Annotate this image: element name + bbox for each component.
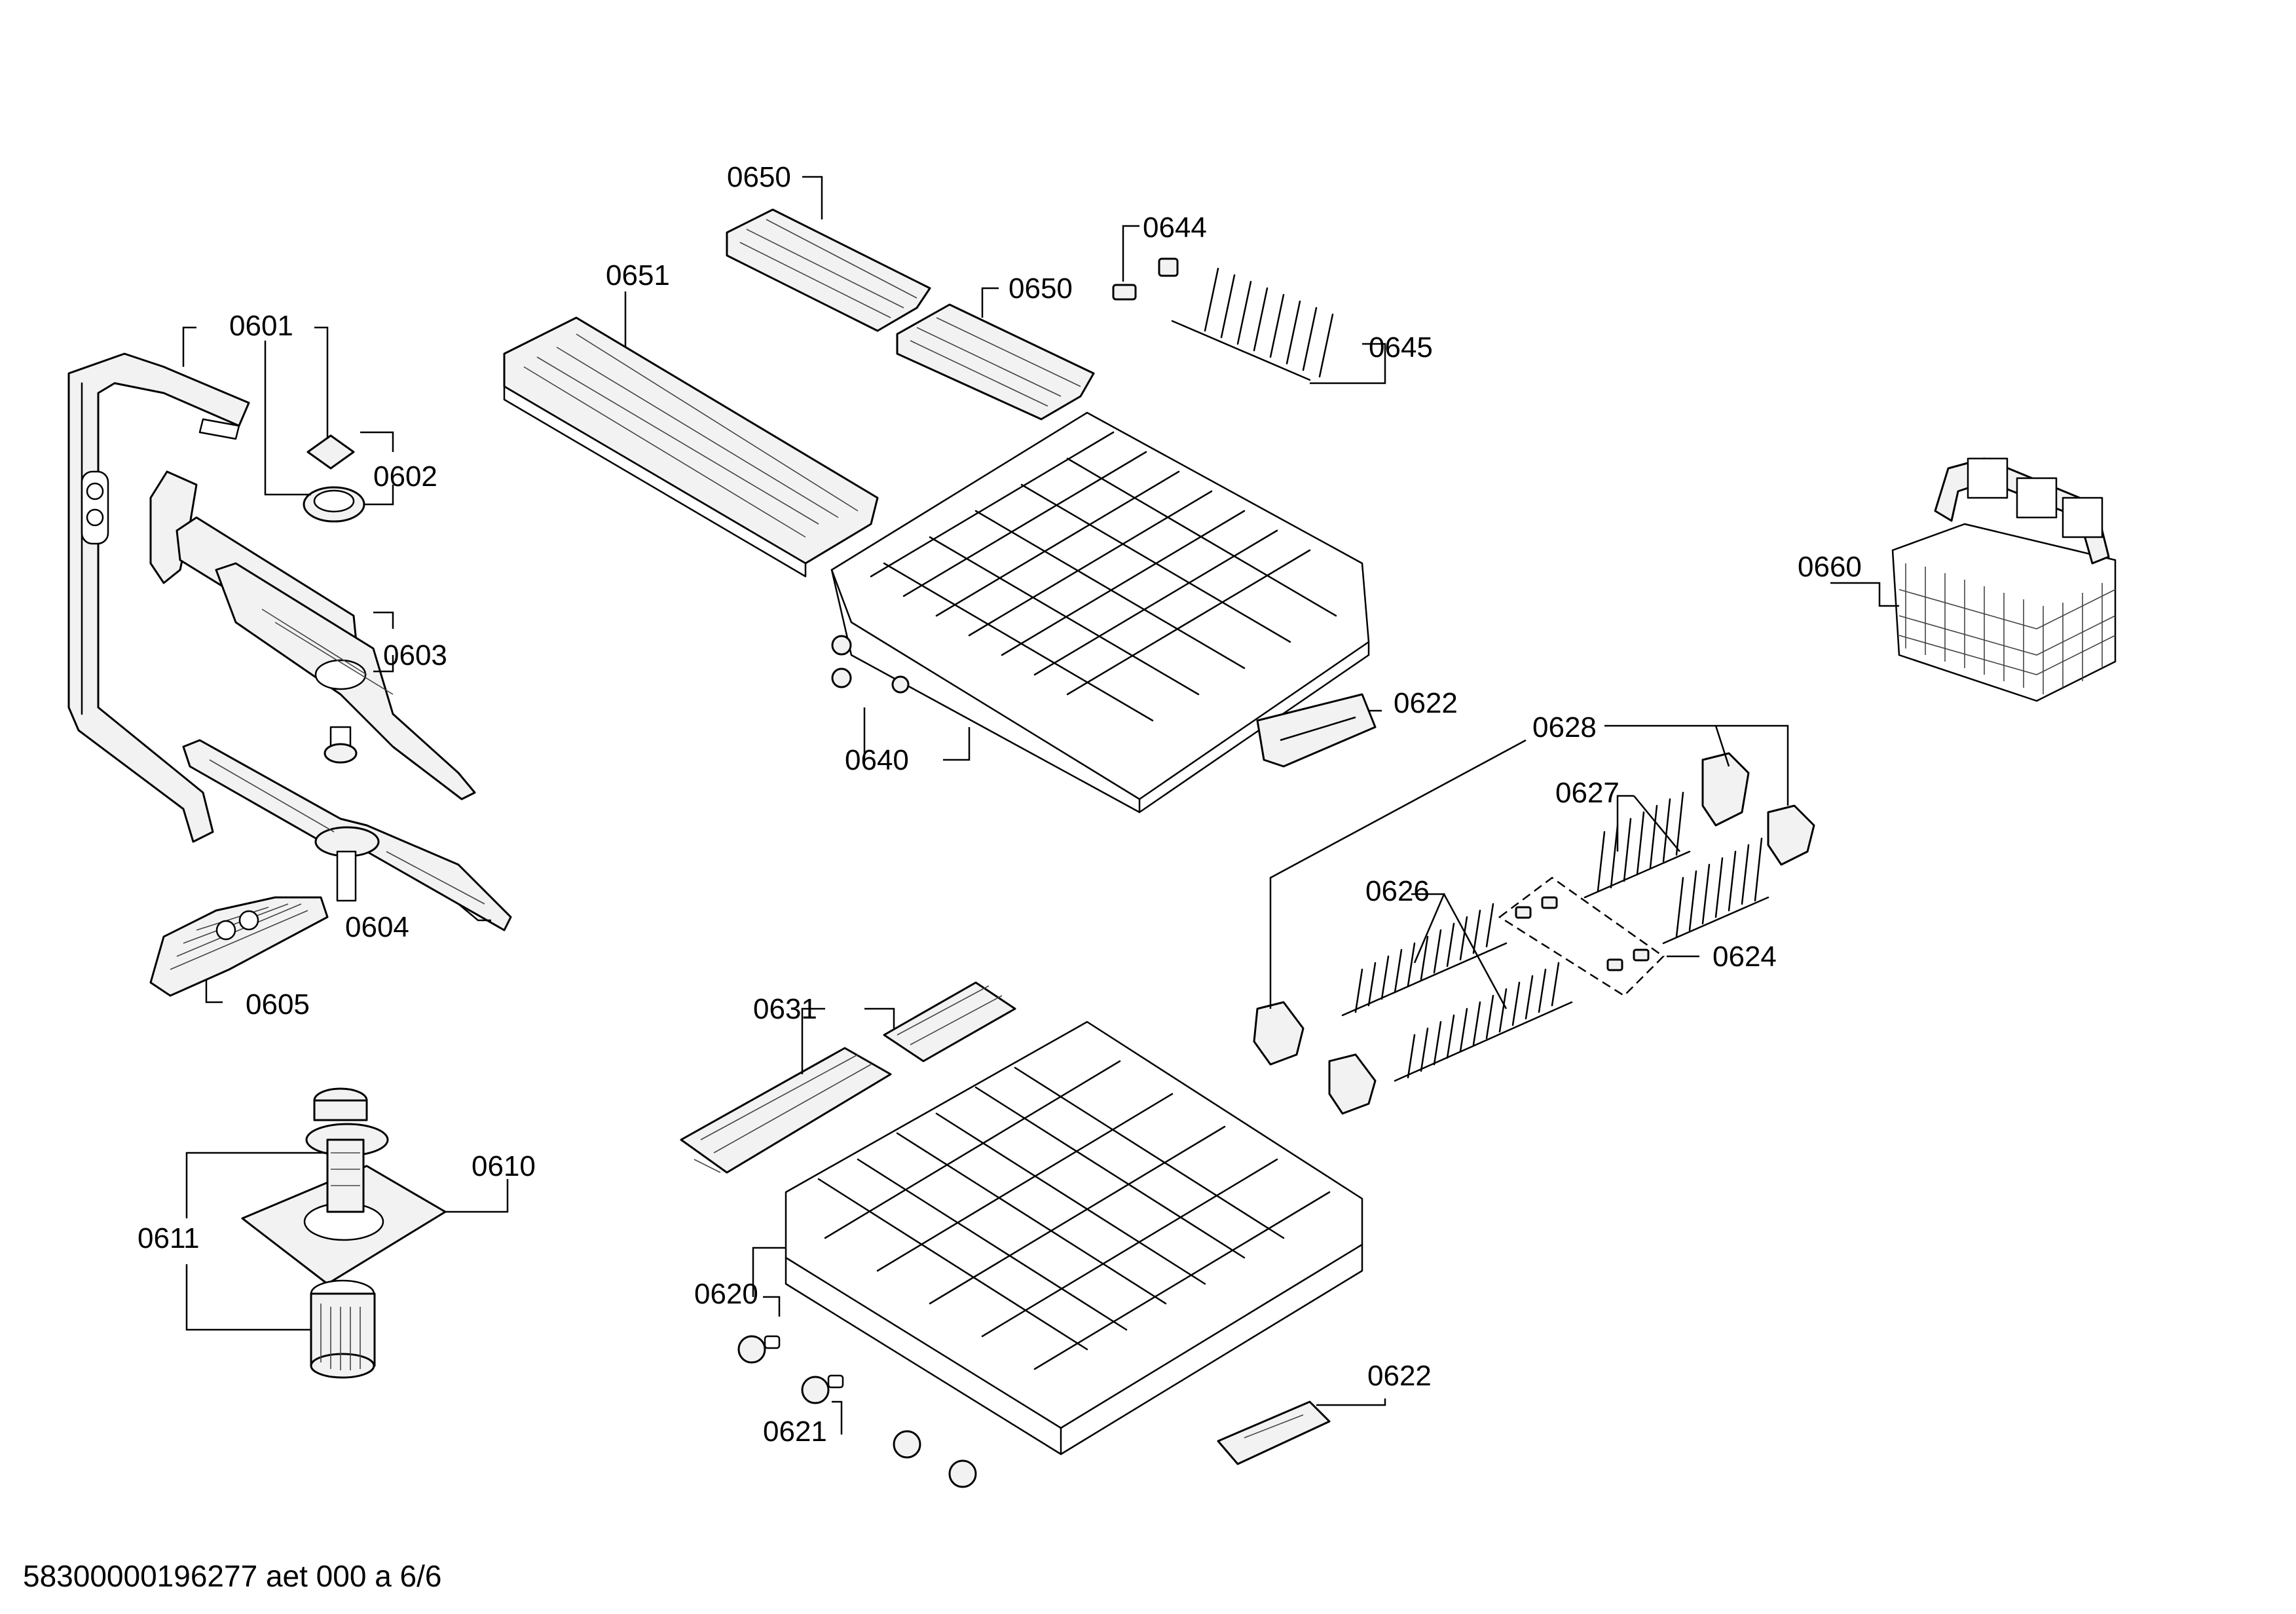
label-0645: 0645 xyxy=(1369,331,1433,364)
label-0604: 0604 xyxy=(345,911,409,943)
label-0626: 0626 xyxy=(1365,875,1430,907)
part-0622b-handle xyxy=(1217,1400,1331,1465)
part-0601-supply-pipe xyxy=(67,352,250,843)
part-0624-clip-set xyxy=(1498,876,1665,997)
part-0631-tine-inserts xyxy=(680,981,1016,1174)
label-0610: 0610 xyxy=(472,1150,536,1182)
label-0640: 0640 xyxy=(845,744,909,776)
label-0650-top: 0650 xyxy=(727,161,791,193)
part-0626-tine-rows-lower xyxy=(1341,903,1573,1082)
label-0611: 0611 xyxy=(138,1222,200,1254)
label-0602: 0602 xyxy=(373,460,437,493)
label-0650-second: 0650 xyxy=(1009,272,1073,305)
label-0605: 0605 xyxy=(246,988,310,1021)
label-0660: 0660 xyxy=(1798,551,1862,583)
part-0611-microfilter xyxy=(305,1087,389,1379)
label-0627: 0627 xyxy=(1555,777,1620,809)
part-0650b-tray-insert xyxy=(896,303,1095,421)
part-0645-tine-row xyxy=(1171,267,1334,381)
label-0620: 0620 xyxy=(694,1278,758,1310)
label-0601: 0601 xyxy=(229,310,293,342)
label-0651: 0651 xyxy=(606,259,670,291)
part-0604-lower-spray-arm xyxy=(182,739,512,931)
label-0622-upper: 0622 xyxy=(1394,687,1458,719)
document-code: 58300000196277 aet 000 a 6/6 xyxy=(23,1559,442,1593)
part-0640-upper-basket xyxy=(830,411,1370,814)
part-0603-upper-spray-arm xyxy=(149,470,476,800)
part-0644-clip xyxy=(1112,257,1179,301)
part-0650a-tray-insert xyxy=(726,208,931,332)
label-0622-lower: 0622 xyxy=(1367,1360,1432,1392)
part-0605-cover xyxy=(149,896,329,997)
label-0624: 0624 xyxy=(1713,941,1777,973)
label-0621: 0621 xyxy=(763,1416,827,1448)
part-0628-clips xyxy=(1253,752,1815,1115)
part-0660-cutlery-basket xyxy=(1891,457,2117,702)
label-0644: 0644 xyxy=(1143,212,1207,244)
part-0621-wheels xyxy=(737,1335,977,1488)
label-0631: 0631 xyxy=(753,993,817,1025)
part-0622a-handle xyxy=(1256,693,1377,768)
part-0602-impeller xyxy=(303,434,365,523)
leader-lines xyxy=(182,176,1899,1435)
part-0627-tine-row-upper xyxy=(1583,791,1769,945)
part-0651-cutlery-tray xyxy=(503,316,879,578)
label-0628: 0628 xyxy=(1532,711,1597,743)
part-0620-lower-basket xyxy=(785,1021,1363,1455)
part-labels: 0601 0602 0603 0604 0605 0610 0611 0620 … xyxy=(138,161,1862,1448)
label-0603: 0603 xyxy=(383,639,447,671)
